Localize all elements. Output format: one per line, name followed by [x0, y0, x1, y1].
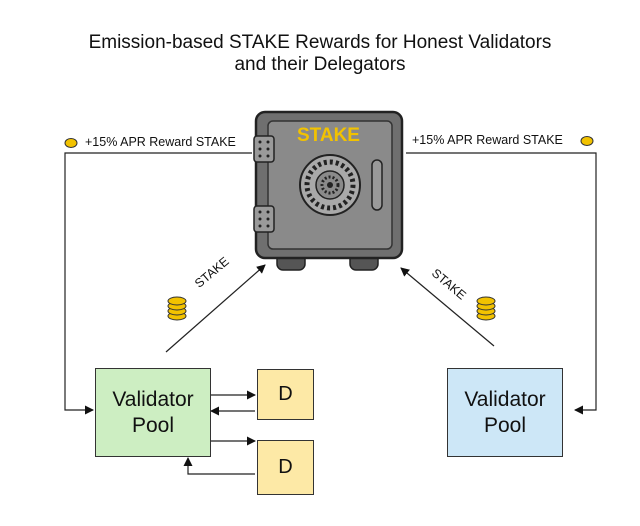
diagram-title-line1: Emission-based STAKE Rewards for Honest …: [88, 32, 552, 53]
stake-arrow-right: [400, 267, 495, 347]
reward-label-right: +15% APR Reward STAKE: [412, 133, 563, 147]
diagram-title-line2: and their Delegators: [234, 54, 406, 75]
validator-pool-right: Validator Pool: [447, 368, 563, 457]
reward-connector-right: [406, 152, 597, 415]
reward-label-left: +15% APR Reward STAKE: [85, 135, 236, 149]
coin-icon: [580, 136, 594, 146]
arrow-d2-to-validator: [183, 457, 255, 475]
coin-stack-icon: [167, 296, 187, 321]
delegator-box-1: D: [257, 369, 314, 420]
safe-icon: [253, 110, 404, 271]
stake-arrow-left: [165, 264, 266, 353]
reward-connector-left: [64, 152, 252, 415]
validator-pool-left-line2: Pool: [131, 413, 174, 437]
coin-icon: [64, 138, 78, 148]
delegator-box-2: D: [257, 440, 314, 495]
safe-label: STAKE: [297, 125, 360, 146]
validator-pool-right-line1: Validator: [464, 387, 546, 411]
coin-stack-icon: [476, 296, 496, 321]
validator-pool-right-line2: Pool: [483, 413, 526, 437]
validator-pool-left-line1: Validator: [112, 387, 194, 411]
validator-pool-left: Validator Pool: [95, 368, 211, 457]
